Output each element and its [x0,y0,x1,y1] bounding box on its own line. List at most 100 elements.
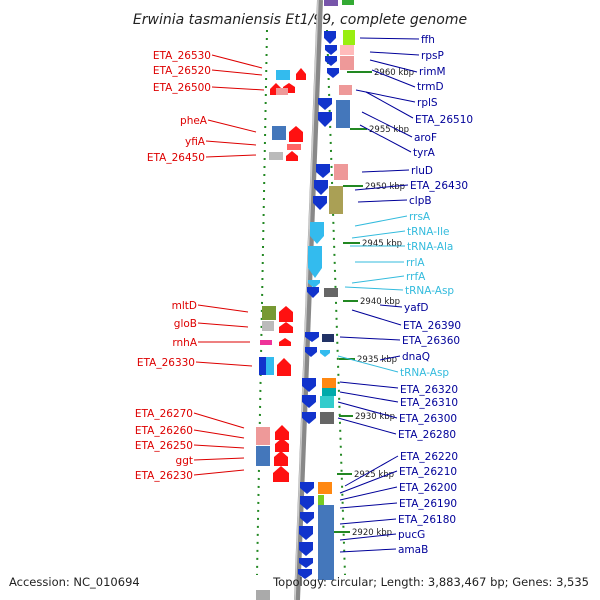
gene-label[interactable]: ETA_26200 [399,482,457,494]
feature-block [287,144,301,150]
feature-block [322,334,334,342]
gene-label[interactable]: ETA_26250 [135,440,193,452]
accession-label: Accession: NC_010694 [9,575,140,589]
gene-label[interactable]: ETA_26500 [153,82,211,94]
feature-block [336,100,350,128]
gene-arrow [296,68,306,80]
feature-block [340,56,354,70]
rna-label[interactable]: tRNA-Ile [407,226,449,238]
gene-label[interactable]: pucG [398,529,425,541]
chromosome-backbone [294,0,323,600]
gene-arrow [299,558,313,568]
gene-label[interactable]: ETA_26310 [400,397,458,409]
gene-label[interactable]: ETA_26390 [403,320,461,332]
feature-block [340,45,354,55]
gene-arrow [327,68,339,78]
rna-label[interactable]: rrfA [406,271,426,283]
gene-label[interactable]: amaB [398,544,428,556]
gene-arrow [298,569,312,579]
rna-label[interactable]: tRNA-Asp [405,285,454,297]
kbp-label: 2930 kbp [355,412,395,422]
gene-label[interactable]: ETA_26320 [400,384,458,396]
gene-label[interactable]: gloB [174,318,197,330]
gene-arrow [275,438,289,452]
gene-arrow [279,322,293,333]
feature-block [318,505,334,580]
feature-block [322,378,336,388]
kbp-label: 2960 kbp [374,68,414,78]
gene-label[interactable]: ETA_26510 [415,114,473,126]
feature-block [276,70,290,80]
gene-label[interactable]: yafD [404,302,428,314]
feature-block [324,288,338,297]
feature-block [262,306,276,320]
gene-arrow [305,332,319,342]
gene-label[interactable]: ETA_26330 [137,357,195,369]
gene-arrow [302,378,316,392]
gene-label[interactable]: rplS [417,97,438,109]
feature-block [318,482,332,494]
gene-label[interactable]: ETA_26190 [399,498,457,510]
gene-label[interactable]: rpsP [421,50,444,62]
gene-label[interactable]: trmD [417,81,444,93]
gene-label[interactable]: ETA_26530 [153,50,211,62]
kbp-label: 2955 kbp [369,125,409,135]
gene-label[interactable]: mltD [172,300,197,312]
gene-label[interactable]: ETA_26180 [398,514,456,526]
gene-label[interactable]: ETA_26270 [135,408,193,420]
gene-arrow [279,338,291,346]
gene-label[interactable]: tyrA [413,147,436,159]
gene-label[interactable]: clpB [409,195,432,207]
feature-block [322,388,336,396]
gene-arrow [274,451,288,466]
rna-label[interactable]: rrlA [406,257,425,269]
feature-block [266,357,274,375]
feature-block [320,412,334,424]
gene-label[interactable]: ffh [421,34,435,46]
gene-arrow [324,31,336,44]
gene-arrow [318,98,332,110]
gene-label[interactable]: rimM [419,66,446,78]
gene-arrow [273,466,289,482]
gene-label[interactable]: ETA_26260 [135,425,193,437]
feature-block [262,321,274,331]
gene-label[interactable]: ggt [176,455,193,467]
gene-arrow [316,164,330,178]
gene-label[interactable]: ETA_26360 [402,335,460,347]
gene-label[interactable]: aroF [414,132,437,144]
gene-arrow [289,126,303,142]
gene-label[interactable]: ETA_26450 [147,152,205,164]
feature-block [339,85,352,95]
gene-label[interactable]: ETA_26300 [399,413,457,425]
gene-label[interactable]: ETA_26430 [410,180,468,192]
gene-label[interactable]: rluD [411,165,433,177]
gene-arrow [302,412,316,424]
gene-label[interactable]: rnhA [172,337,197,349]
gene-arrow [300,496,314,510]
feature-block [324,0,338,6]
gene-arrow [299,526,313,540]
gene-label[interactable]: pheA [180,115,208,127]
gene-label[interactable]: ETA_26230 [135,470,193,482]
rna-label[interactable]: tRNA-Asp [400,367,449,379]
gene-label[interactable]: ETA_26280 [398,429,456,441]
rna-label[interactable]: rrsA [409,211,431,223]
feature-block [259,357,267,375]
rna-label[interactable]: tRNA-Ala [407,241,453,253]
gene-label[interactable]: dnaQ [402,351,430,363]
rna-arrow [320,350,330,357]
rna-arrow [310,222,324,244]
gene-label[interactable]: yfiA [185,136,206,148]
gene-arrow [305,347,317,357]
gene-label[interactable]: ETA_26210 [399,466,457,478]
gene-label[interactable]: ETA_26520 [153,65,211,77]
feature-block [260,340,272,345]
gene-arrow [279,306,293,322]
gene-arrow [318,112,332,127]
gene-arrow [300,482,314,494]
feature-block [320,396,334,408]
feature-block [329,186,343,214]
gene-label[interactable]: ETA_26220 [400,451,458,463]
feature-block [334,164,348,180]
